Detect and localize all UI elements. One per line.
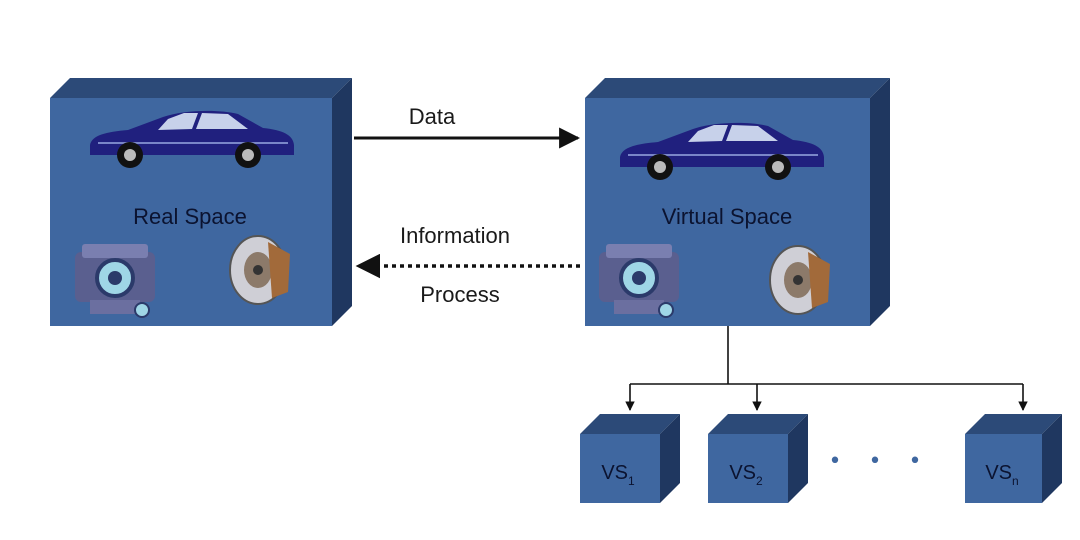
ellipsis: • • • xyxy=(829,449,932,474)
real-space-label: Real Space xyxy=(133,204,247,229)
vs1-label: VS1 xyxy=(601,462,635,488)
vsn-label: VSn xyxy=(985,462,1018,488)
virtual-space-label: Virtual Space xyxy=(662,204,792,229)
data-arrow-label: Data xyxy=(409,104,456,129)
vs1-box: VS1 xyxy=(580,414,680,503)
brake-disc-icon xyxy=(769,245,830,315)
vsn-box: VSn xyxy=(965,414,1062,503)
brake-disc-icon xyxy=(229,235,290,305)
engine-icon xyxy=(75,244,155,318)
vs2-label: VS2 xyxy=(729,462,763,488)
engine-icon xyxy=(599,244,679,318)
information-label: Information xyxy=(400,223,510,248)
real-space-box: Real Space xyxy=(50,78,352,326)
vs2-box: VS2 xyxy=(708,414,808,503)
car-icon xyxy=(620,122,824,180)
virtual-space-box: Virtual Space xyxy=(585,78,890,326)
branch-connector xyxy=(625,326,1028,411)
process-label: Process xyxy=(420,282,499,307)
car-icon xyxy=(90,110,294,168)
